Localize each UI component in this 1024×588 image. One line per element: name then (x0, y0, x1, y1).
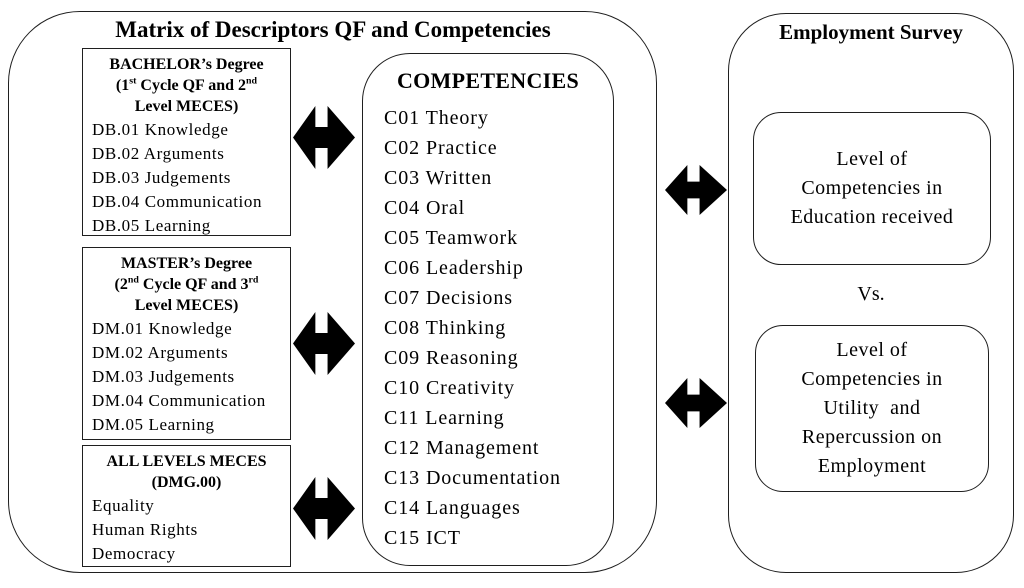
degree-box-title: MASTER’s Degree (120, 255, 253, 272)
degree-box-title: BACHELOR’s Degree (109, 56, 264, 73)
competency-item: C08 Thinking (384, 317, 507, 339)
degree-box-subtitle: (DMG.00) (83, 472, 290, 493)
degree-box-subtitle: (2nd Cycle QF and 3rd (83, 274, 290, 295)
degree-box-subtitle: (1st Cycle QF and 2nd (83, 75, 290, 96)
double-arrow-icon (293, 106, 355, 169)
master-degree-header: MASTER’s Degree (2nd Cycle QF and 3rd Le… (83, 248, 290, 316)
descriptor-item: DM.03 Judgements (92, 367, 235, 386)
ordinal-superscript: rd (248, 274, 259, 286)
all-levels-header: ALL LEVELS MECES (DMG.00) (83, 446, 290, 493)
matrix-panel-title: Matrix of Descriptors QF and Competencie… (115, 17, 551, 42)
competency-item: C13 Documentation (384, 467, 561, 489)
descriptor-item: DB.01 Knowledge (92, 120, 229, 139)
subtitle-text: (1 (115, 77, 130, 94)
vs-label: Vs. (857, 283, 885, 305)
survey-text-line: Level of (836, 148, 908, 170)
bachelor-degree-box: BACHELOR’s Degree (1st Cycle QF and 2nd … (82, 48, 291, 236)
competency-item: C03 Written (384, 167, 493, 189)
competency-item: C07 Decisions (384, 287, 513, 309)
degree-box-subtitle-2: Level MECES) (134, 98, 239, 115)
descriptor-item: DB.04 Communication (92, 192, 263, 211)
descriptor-item: DM.04 Communication (92, 391, 266, 410)
competency-item: C10 Creativity (384, 377, 515, 399)
subtitle-text: Cycle QF and 3 (138, 276, 249, 293)
matrix-panel (8, 11, 657, 573)
double-arrow-icon (293, 312, 355, 375)
double-arrow-icon (665, 378, 727, 428)
competency-item: C01 Theory (384, 107, 489, 129)
survey-panel-title: Employment Survey (779, 20, 963, 44)
competency-item: C12 Management (384, 437, 540, 459)
degree-box-subtitle-2: Level MECES) (134, 297, 239, 314)
survey-text-line: Employment (817, 455, 927, 477)
competency-item: C04 Oral (384, 197, 466, 219)
descriptor-item: Democracy (92, 544, 176, 563)
ordinal-superscript: nd (246, 75, 258, 87)
descriptor-item: DM.02 Arguments (92, 343, 229, 362)
ordinal-superscript: st (129, 75, 137, 87)
competency-item: C14 Languages (384, 497, 521, 519)
competency-item: C05 Teamwork (384, 227, 519, 249)
survey-text-line: Utility and (823, 397, 921, 419)
ordinal-superscript: nd (127, 274, 139, 286)
descriptor-item: DM.01 Knowledge (92, 319, 233, 338)
double-arrow-icon (293, 477, 355, 540)
descriptor-item: DB.05 Learning (92, 216, 211, 235)
survey-text-line: Repercussion on (801, 426, 943, 448)
competency-item: C06 Leadership (384, 257, 524, 279)
subtitle-text: (DMG.00) (151, 474, 222, 491)
degree-box-title: ALL LEVELS MECES (106, 453, 267, 470)
descriptor-item: DM.05 Learning (92, 415, 215, 434)
descriptor-item: DB.02 Arguments (92, 144, 225, 163)
survey-text-line: Competencies in (801, 177, 943, 199)
subtitle-text: (2 (114, 276, 128, 293)
competencies-title: COMPETENCIES (396, 68, 580, 93)
survey-text-line: Competencies in (801, 368, 943, 390)
education-competencies-box: Level of Competencies in Education receive… (753, 112, 991, 265)
master-degree-box: MASTER’s Degree (2nd Cycle QF and 3rd Le… (82, 247, 291, 440)
descriptor-item: Human Rights (92, 520, 198, 539)
competency-item: C02 Practice (384, 137, 498, 159)
double-arrow-icon (665, 165, 727, 215)
survey-text-line: Education received (790, 206, 954, 228)
competency-item: C11 Learning (384, 407, 505, 429)
descriptor-item: DB.03 Judgements (92, 168, 231, 187)
subtitle-text: Cycle QF and 2 (136, 77, 247, 94)
survey-text-line: Level of (836, 339, 908, 361)
bachelor-degree-header: BACHELOR’s Degree (1st Cycle QF and 2nd … (83, 49, 290, 117)
survey-panel (728, 13, 1014, 573)
competency-item: C09 Reasoning (384, 347, 519, 369)
descriptor-item: Equality (92, 496, 155, 515)
competency-item: C15 ICT (384, 527, 461, 549)
